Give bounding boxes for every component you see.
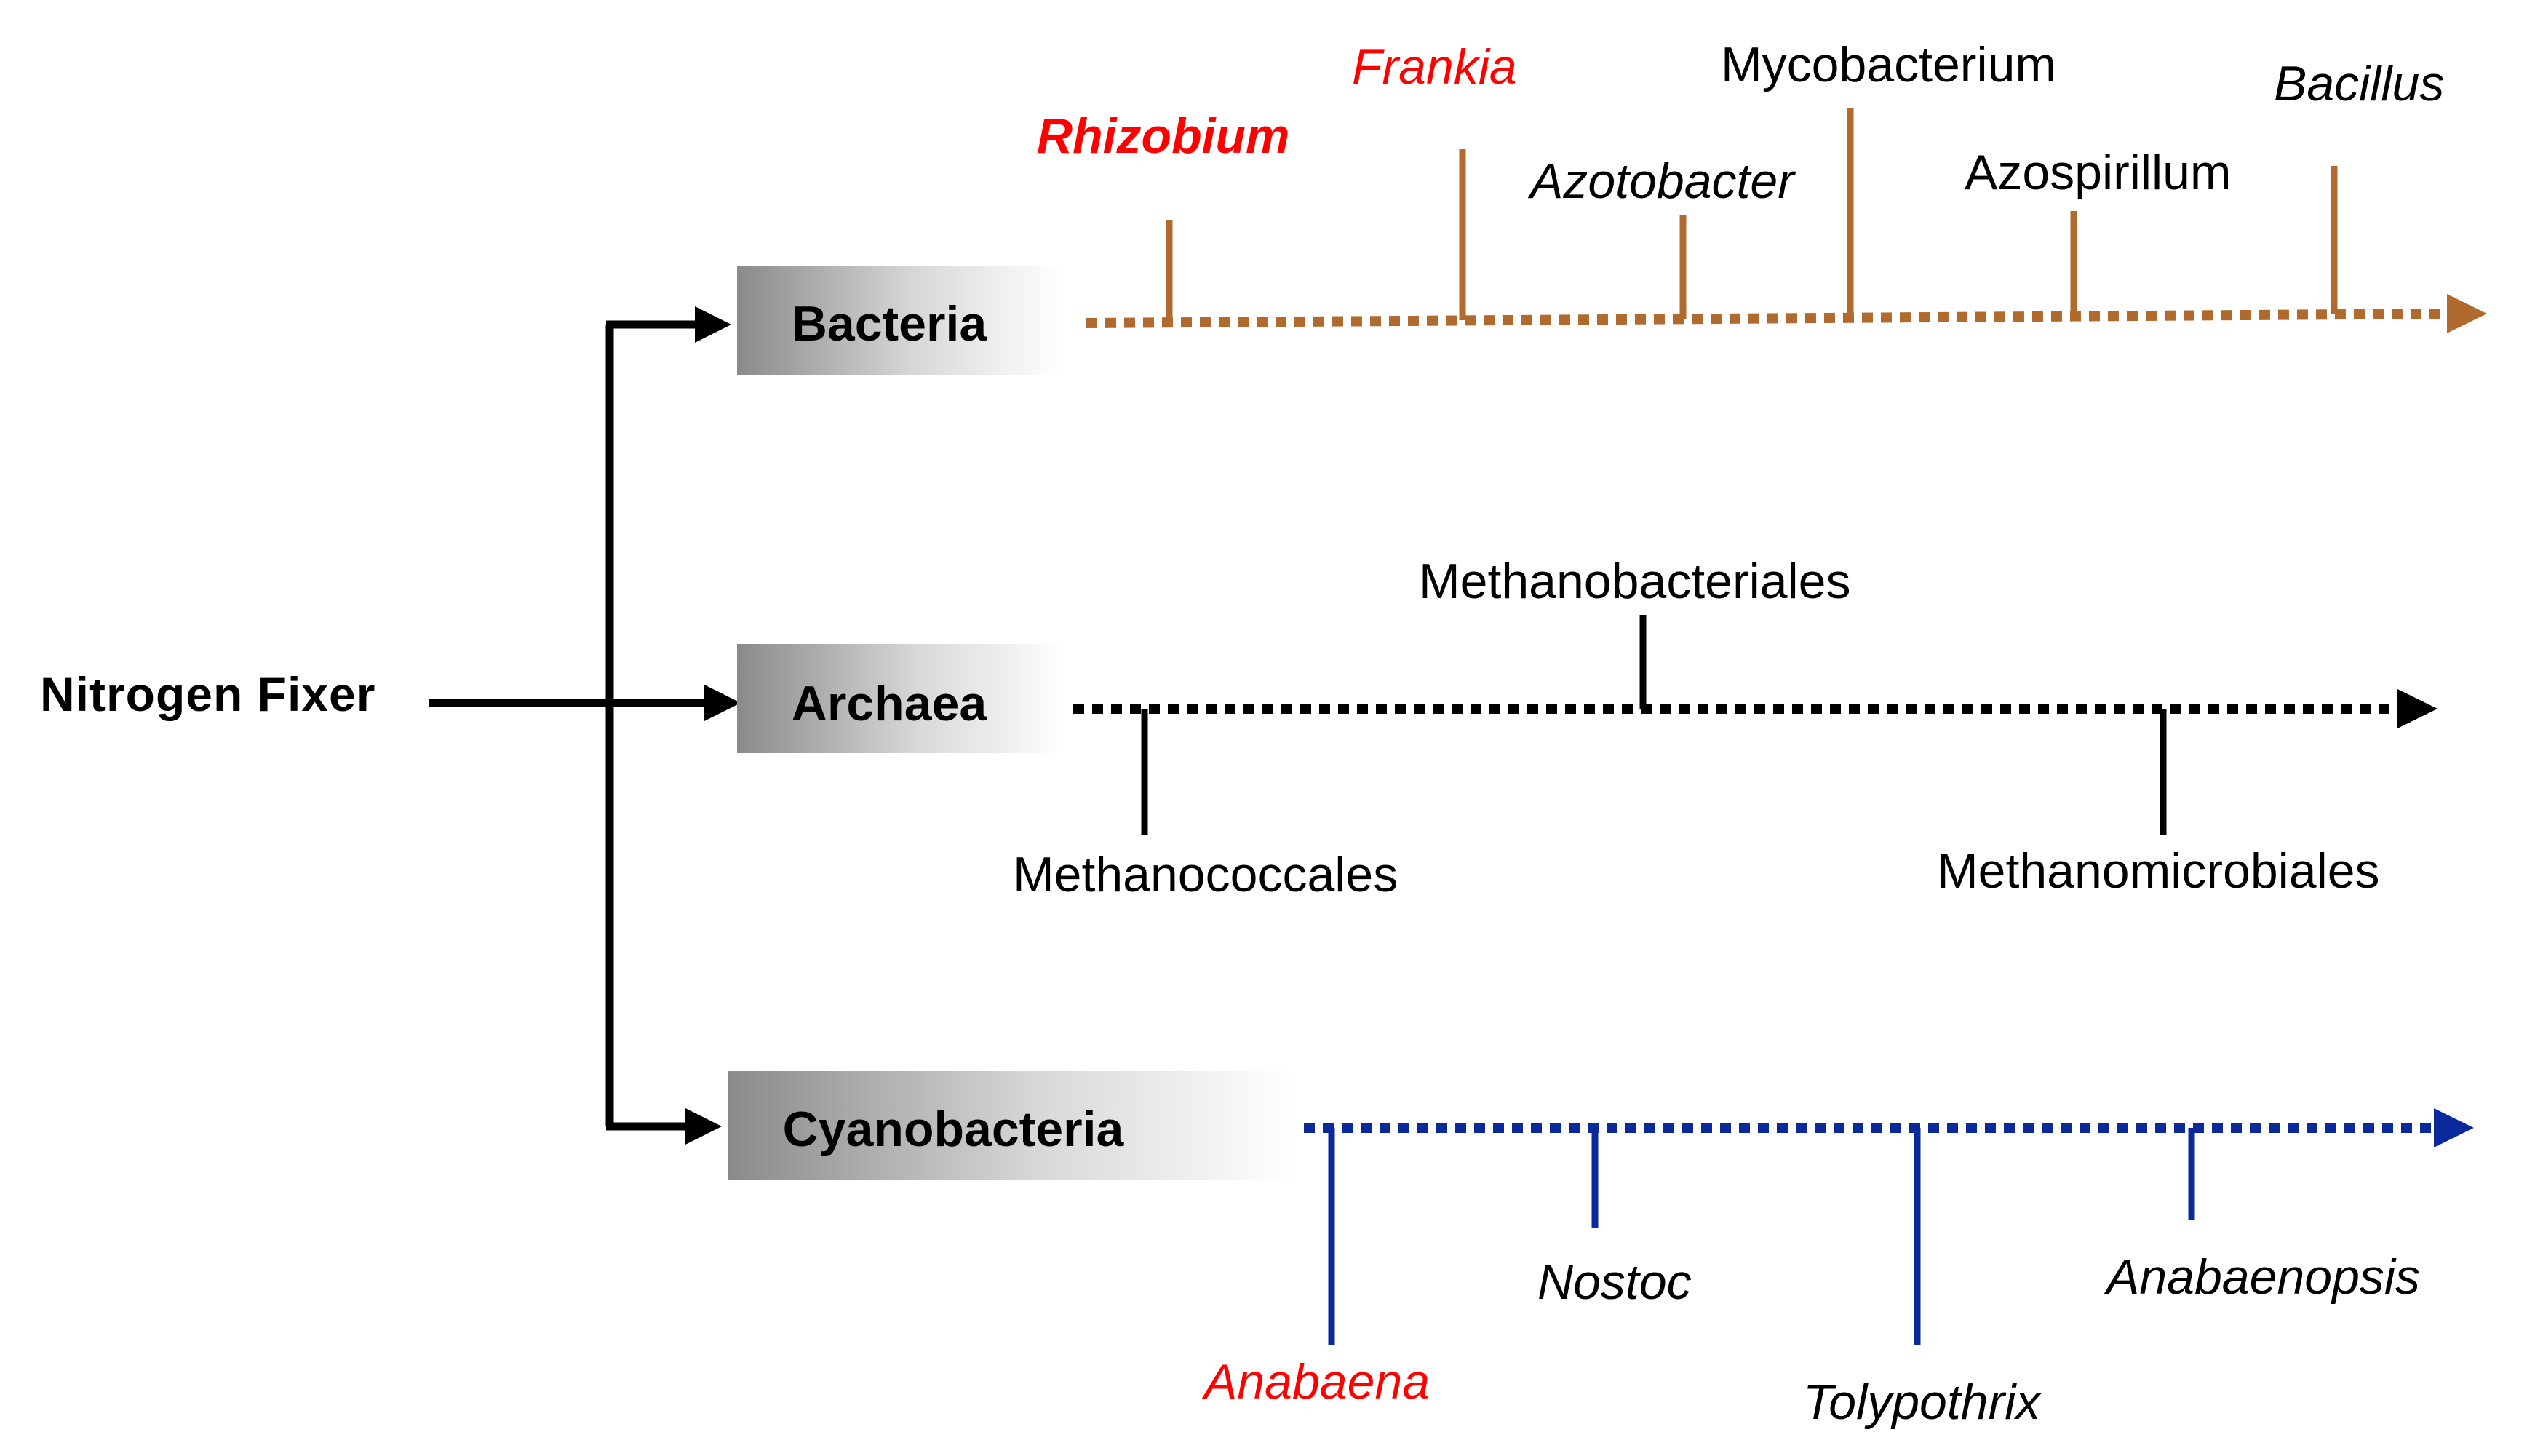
archaea-line-arrowhead <box>2397 689 2438 728</box>
archaea-arrowhead <box>704 685 741 721</box>
cyanobacteria-arrowhead <box>685 1108 722 1145</box>
member-methanobacteriales: Methanobacteriales <box>1419 554 1850 609</box>
member-azospirillum: Azospirillum <box>1965 145 2232 200</box>
member-tolypothrix: Tolypothrix <box>1803 1375 2042 1430</box>
bacteria-dotted-line <box>1086 309 2456 328</box>
member-anabaenopsis: Anabaenopsis <box>2104 1249 2420 1305</box>
cyanobacteria-line-arrowhead <box>2434 1108 2474 1147</box>
archaea-label: Archaea <box>792 676 988 731</box>
member-bacillus: Bacillus <box>2274 56 2444 111</box>
bacteria-lineage: Rhizobium Frankia Azotobacter Mycobacter… <box>1037 37 2487 333</box>
bacteria-box: Bacteria <box>737 266 1062 375</box>
member-frankia: Frankia <box>1352 39 1517 95</box>
cyanobacteria-label: Cyanobacteria <box>783 1102 1125 1157</box>
bacteria-label: Bacteria <box>792 296 988 351</box>
member-nostoc: Nostoc <box>1537 1254 1692 1310</box>
root-label: Nitrogen Fixer <box>40 667 375 721</box>
cyanobacteria-box: Cyanobacteria <box>728 1071 1295 1180</box>
member-anabaena: Anabaena <box>1201 1354 1430 1409</box>
member-mycobacterium: Mycobacterium <box>1721 37 2056 92</box>
archaea-box: Archaea <box>737 644 1066 753</box>
branch-connectors <box>429 320 713 1131</box>
member-methanococcales: Methanococcales <box>1013 847 1398 902</box>
member-rhizobium: Rhizobium <box>1037 108 1290 164</box>
cyanobacteria-lineage: Anabaena Nostoc Tolypothrix Anabaenopsis <box>1201 1108 2474 1430</box>
connector-arrowheads <box>685 306 741 1145</box>
archaea-lineage: Methanococcales Methanobacteriales Metha… <box>1013 554 2438 902</box>
bacteria-line-arrowhead <box>2447 294 2487 333</box>
member-azotobacter: Azotobacter <box>1527 154 1796 209</box>
bacteria-arrowhead <box>695 306 731 343</box>
member-methanomicrobiales: Methanomicrobiales <box>1937 843 2380 899</box>
